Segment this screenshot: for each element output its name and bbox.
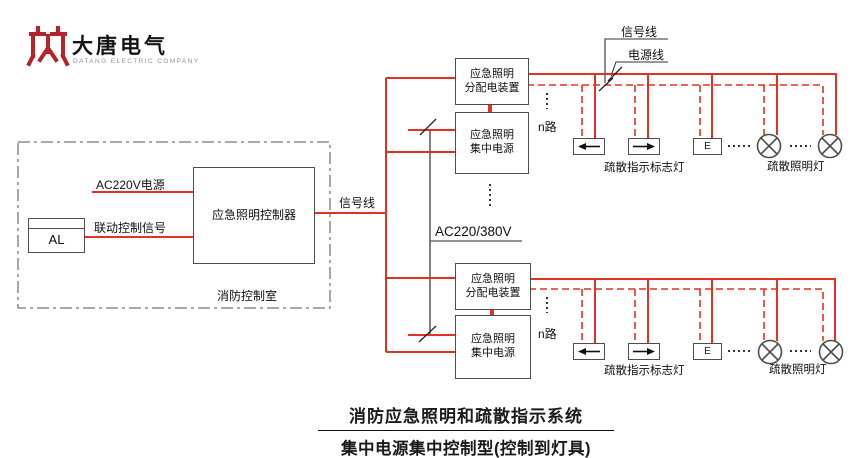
distribution-device-box-1: 应急照明 分配电装置 (455, 58, 529, 105)
controller-label: 应急照明控制器 (211, 208, 296, 222)
exit-sign-group-label-bottom: 疏散指示标志灯 (604, 365, 685, 377)
mains-voltage-label: AC220/380V (435, 224, 512, 239)
dist2-label-line2: 分配电装置 (465, 286, 521, 299)
central-power-box-2: 应急照明 集中电源 (455, 315, 531, 379)
lamp-group-label-top: 疏散照明灯 (767, 161, 825, 173)
signal-out-label: 信号线 (339, 196, 376, 210)
power1-label-line1: 应急照明 (470, 129, 514, 142)
continuation-dots (489, 93, 811, 352)
e-sign-label-bottom: E (704, 346, 711, 357)
diagram-title-line2: 集中电源集中控制型(控制到灯具) (341, 440, 591, 458)
exit-sign-e-top: E (693, 138, 722, 155)
company-name-cn: 大唐电气 (72, 35, 168, 58)
power2-label-line2: 集中电源 (471, 347, 515, 359)
dist1-label-line2: 分配电装置 (464, 81, 520, 94)
lamp-group-label-bottom: 疏散照明灯 (769, 364, 827, 376)
wire-tick-marks (418, 66, 623, 343)
al-distribution-box: AL (28, 218, 85, 253)
emergency-lighting-controller-box: 应急照明控制器 (193, 167, 315, 264)
exit-sign-e-bottom: E (693, 343, 722, 360)
company-name-en: DATANG ELECTRIC COMPANY (73, 58, 200, 65)
exit-sign-group-label-top: 疏散指示标志灯 (604, 162, 685, 174)
evac-lamp-icons (756, 133, 844, 365)
arrow-right-icon (633, 348, 655, 355)
linkage-signal-label: 联动控制信号 (94, 221, 167, 235)
ac220v-power-label: AC220V电源 (96, 178, 165, 192)
central-power-box-1: 应急照明 集中电源 (455, 112, 529, 174)
company-logo-icon (26, 26, 70, 67)
al-box-divider (29, 219, 84, 229)
exit-sign-right-bottom (628, 343, 660, 360)
al-box-label: AL (48, 232, 65, 248)
control-room-border (17, 141, 331, 309)
arrow-left-icon (578, 348, 600, 355)
distribution-device-box-2: 应急照明 分配电装置 (455, 263, 531, 310)
n-routes-label-bottom: n路 (538, 327, 557, 341)
power-wire-callout: 电源线 (628, 48, 665, 62)
exit-sign-left-bottom (573, 343, 605, 360)
exit-sign-right-top (628, 138, 660, 155)
dist1-label-line1: 应急照明 (470, 67, 514, 80)
exit-sign-left-top (573, 138, 605, 155)
arrow-right-icon (633, 143, 655, 150)
n-routes-label-top: n路 (538, 120, 557, 134)
title-divider (318, 430, 614, 431)
control-room-label: 消防控制室 (217, 289, 278, 303)
e-sign-label-top: E (704, 141, 711, 152)
diagram-title-block: 消防应急照明和疏散指示系统 集中电源集中控制型(控制到灯具) (318, 402, 614, 458)
signal-callout-leader (604, 38, 668, 83)
dist2-label-line1: 应急照明 (471, 272, 515, 285)
power-callout-leader (610, 61, 668, 77)
arrow-left-icon (578, 143, 600, 150)
power2-label-line1: 应急照明 (471, 333, 515, 346)
signal-wire-callout: 信号线 (621, 25, 658, 39)
diagram-title-line1: 消防应急照明和疏散指示系统 (349, 407, 583, 426)
power1-label-line2: 集中电源 (470, 143, 514, 155)
red-dashed-wires (527, 84, 824, 343)
